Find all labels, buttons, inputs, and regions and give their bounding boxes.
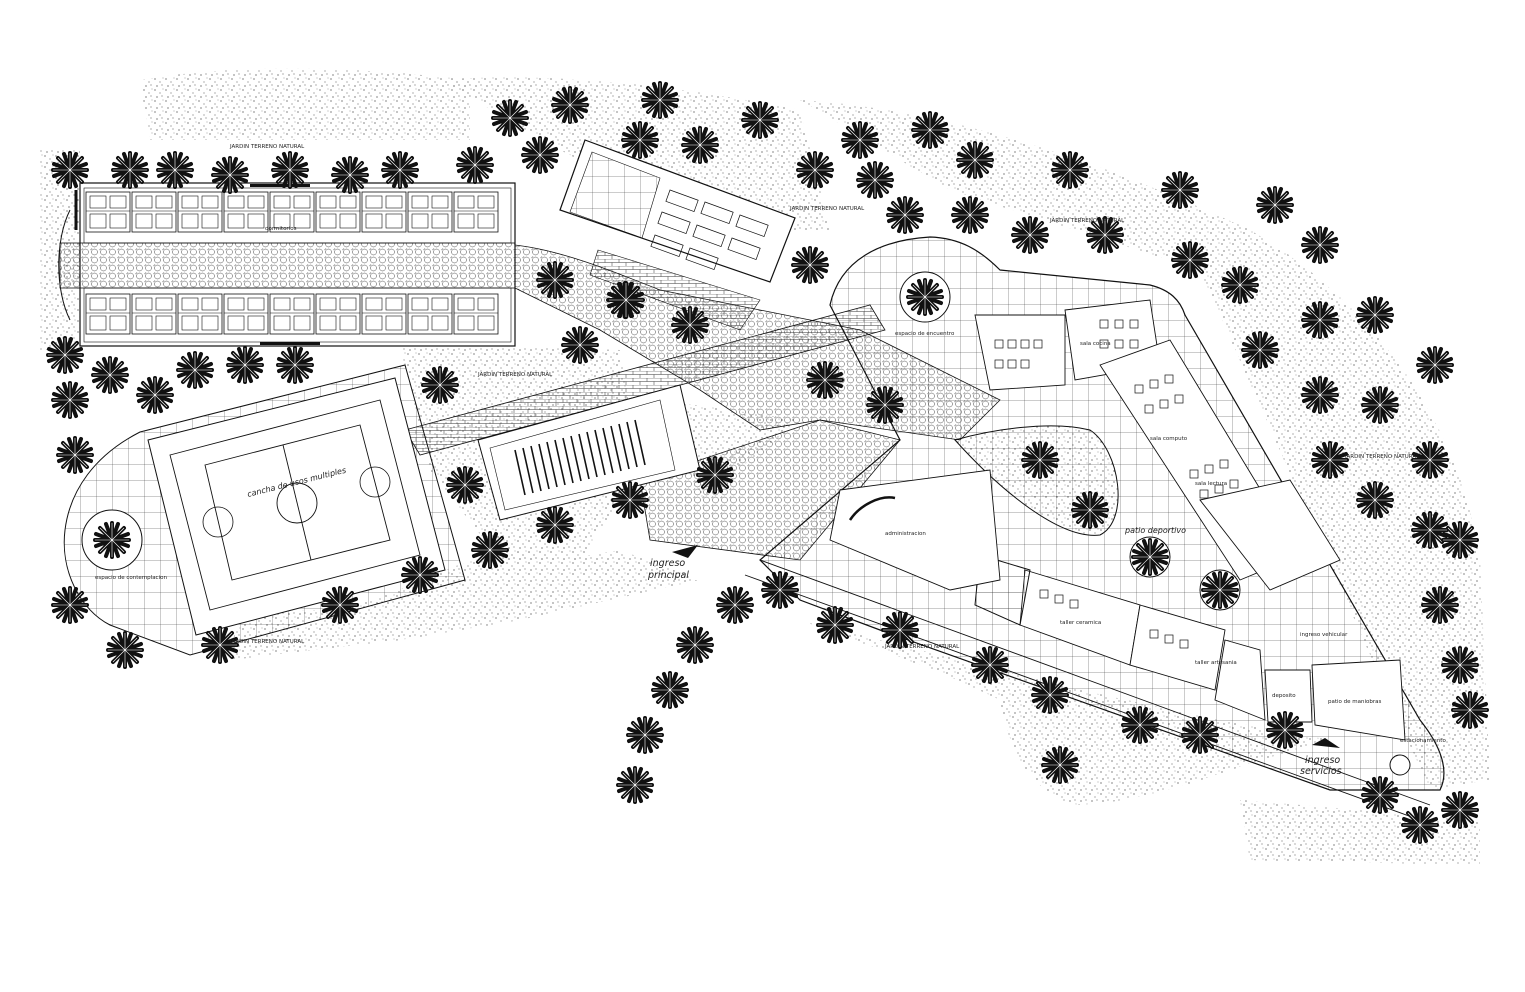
label-ingreso-vehicular: ingreso vehicular [1300,632,1348,638]
label-jardin-top-left: JARDIN TERRENO NATURAL [229,144,305,150]
label-espacio-contemplacion: espacio de contemplacion [95,575,167,581]
label-ingreso-principal-2: principal [647,570,689,581]
label-patio-deportivo: patio deportivo [1124,526,1186,535]
label-deposito: deposito [1272,693,1296,699]
multi-use-court [63,364,466,656]
label-taller-artesania: taller artesania [1195,660,1237,666]
label-ingreso-servicios-2: servicios [1300,766,1342,777]
label-ingreso-servicios-1: ingreso [1305,755,1340,766]
label-jardin-top-right: JARDIN TERRENO NATURAL [1049,218,1125,224]
label-jardin-bottom-left: JARDIN TERRENO NATURAL [229,639,305,645]
entry-arrow-icon [1312,738,1340,748]
label-patio-maniobras: patio de maniobras [1328,699,1382,705]
plan-labels: JARDIN TERRENO NATURAL JARDIN TERRENO NA… [95,144,1446,777]
label-administracion: administracion [885,531,926,537]
dormitory-block [58,182,516,347]
label-jardin-top-mid: JARDIN TERRENO NATURAL [789,206,865,212]
label-estacionamiento: estacionamiento [1400,738,1446,744]
label-sala-cocina: sala cocina [1080,341,1111,347]
label-dormitorios: dormitorios [265,226,297,232]
label-sala-computo: sala computo [1150,436,1188,442]
label-jardin-center: JARDIN TERRENO NATURAL [477,372,553,378]
entry-arrow-icon [672,545,698,558]
label-sala-lectura: sala lectura [1195,481,1227,487]
classroom-pavilion [559,139,796,331]
label-taller-ceramica: taller ceramica [1060,620,1101,626]
label-jardin-bottom-mid: JARDIN TERRENO NATURAL [884,644,960,650]
label-ingreso-principal-1: ingreso [650,558,685,569]
label-espacio-encuentro: espacio de encuentro [895,331,955,337]
service-road [744,559,1431,821]
label-jardin-right: JARDIN TERRENO NATURAL [1344,454,1420,460]
